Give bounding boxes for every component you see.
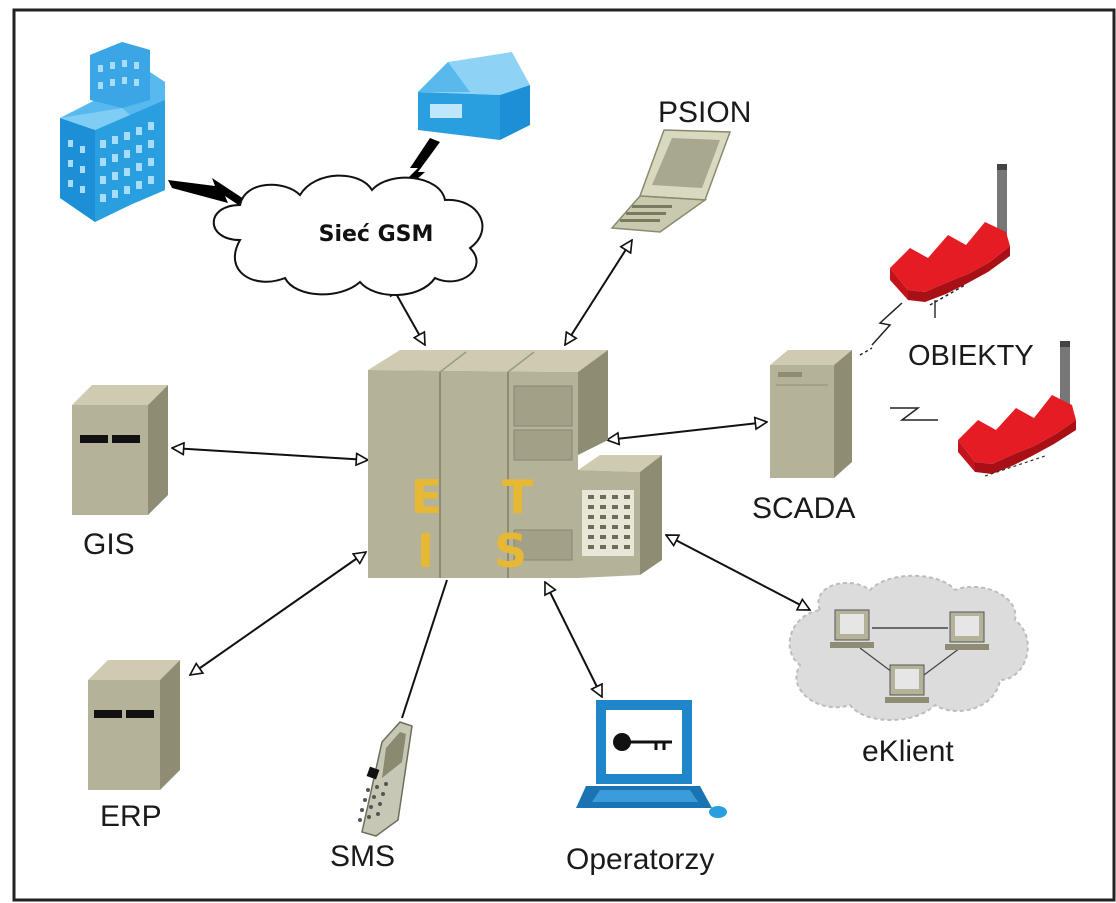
- eklient-label: eKlient: [862, 735, 954, 768]
- lightning-bolt-icon: [390, 138, 440, 198]
- link-scada: [607, 422, 767, 440]
- link-gis: [172, 448, 368, 460]
- lightning-bolt-icon: [168, 178, 250, 206]
- factory-icon: [890, 164, 1010, 318]
- operatorzy-label: Operatorzy: [566, 843, 715, 876]
- gis-server-icon: [72, 385, 168, 515]
- psion-label: PSION: [658, 96, 752, 129]
- gsm-cloud: [212, 174, 484, 296]
- scada-wireless-links: [859, 284, 966, 421]
- erp-server-icon: [88, 660, 180, 790]
- link-erp: [190, 552, 366, 675]
- link-sms: [401, 579, 448, 719]
- factory-icon: [958, 341, 1076, 477]
- mobile-phone-icon: [358, 721, 413, 837]
- gis-label: GIS: [83, 528, 135, 561]
- erp-label: ERP: [100, 800, 162, 833]
- scada-server-icon: [770, 350, 852, 478]
- house-icon: [418, 52, 530, 140]
- psion-device-icon: [610, 129, 732, 233]
- obiekty-label: OBIEKTY: [908, 340, 1034, 372]
- link-operatorzy: [544, 582, 603, 697]
- eklient-network-icon: [788, 574, 1029, 721]
- etis-server: [368, 350, 662, 578]
- laptop-icon: [576, 700, 727, 818]
- etis-label: E T I S: [410, 470, 556, 578]
- scada-label: SCADA: [752, 492, 856, 525]
- link-psion: [565, 240, 632, 345]
- gsm-network-label: Sieć GSM: [318, 222, 434, 247]
- sms-label: SMS: [330, 840, 396, 873]
- link-eklient: [666, 534, 810, 611]
- office-building-icon: [60, 42, 165, 222]
